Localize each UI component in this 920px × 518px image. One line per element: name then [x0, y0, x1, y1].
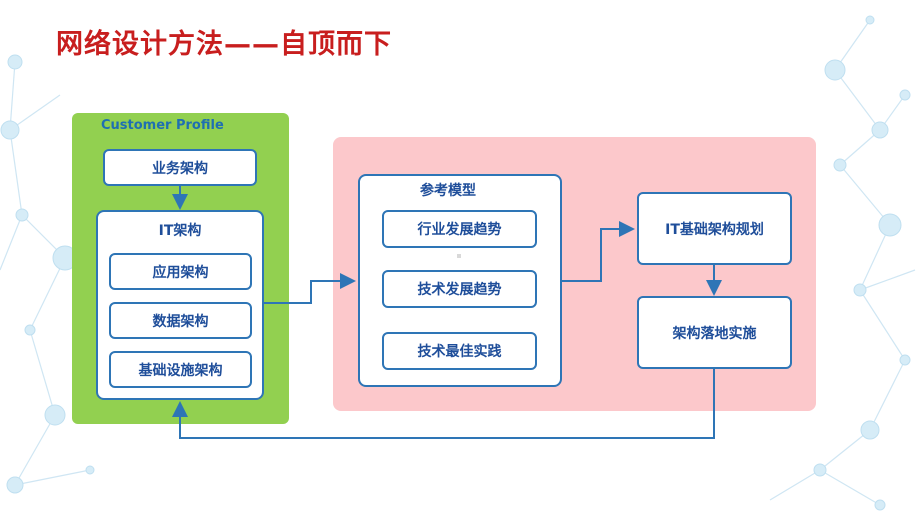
data-architecture-box: 数据架构 — [109, 302, 252, 339]
reference-model-label: 参考模型 — [420, 183, 476, 199]
it-infrastructure-planning-box: IT基础架构规划 — [637, 192, 792, 265]
customer-profile-label: Customer Profile — [101, 118, 224, 133]
it-architecture-label: IT架构 — [158, 223, 202, 239]
infrastructure-architecture-box: 基础设施架构 — [109, 351, 252, 388]
page-title: 网络设计方法——自顶而下 — [56, 29, 392, 60]
application-architecture-box: 应用架构 — [109, 253, 252, 290]
technology-trend-box: 技术发展趋势 — [382, 270, 537, 308]
placeholder-mark — [457, 254, 461, 258]
industry-trend-box: 行业发展趋势 — [382, 210, 537, 248]
business-architecture-box: 业务架构 — [103, 149, 257, 186]
best-practice-box: 技术最佳实践 — [382, 332, 537, 370]
architecture-implementation-box: 架构落地实施 — [637, 296, 792, 369]
